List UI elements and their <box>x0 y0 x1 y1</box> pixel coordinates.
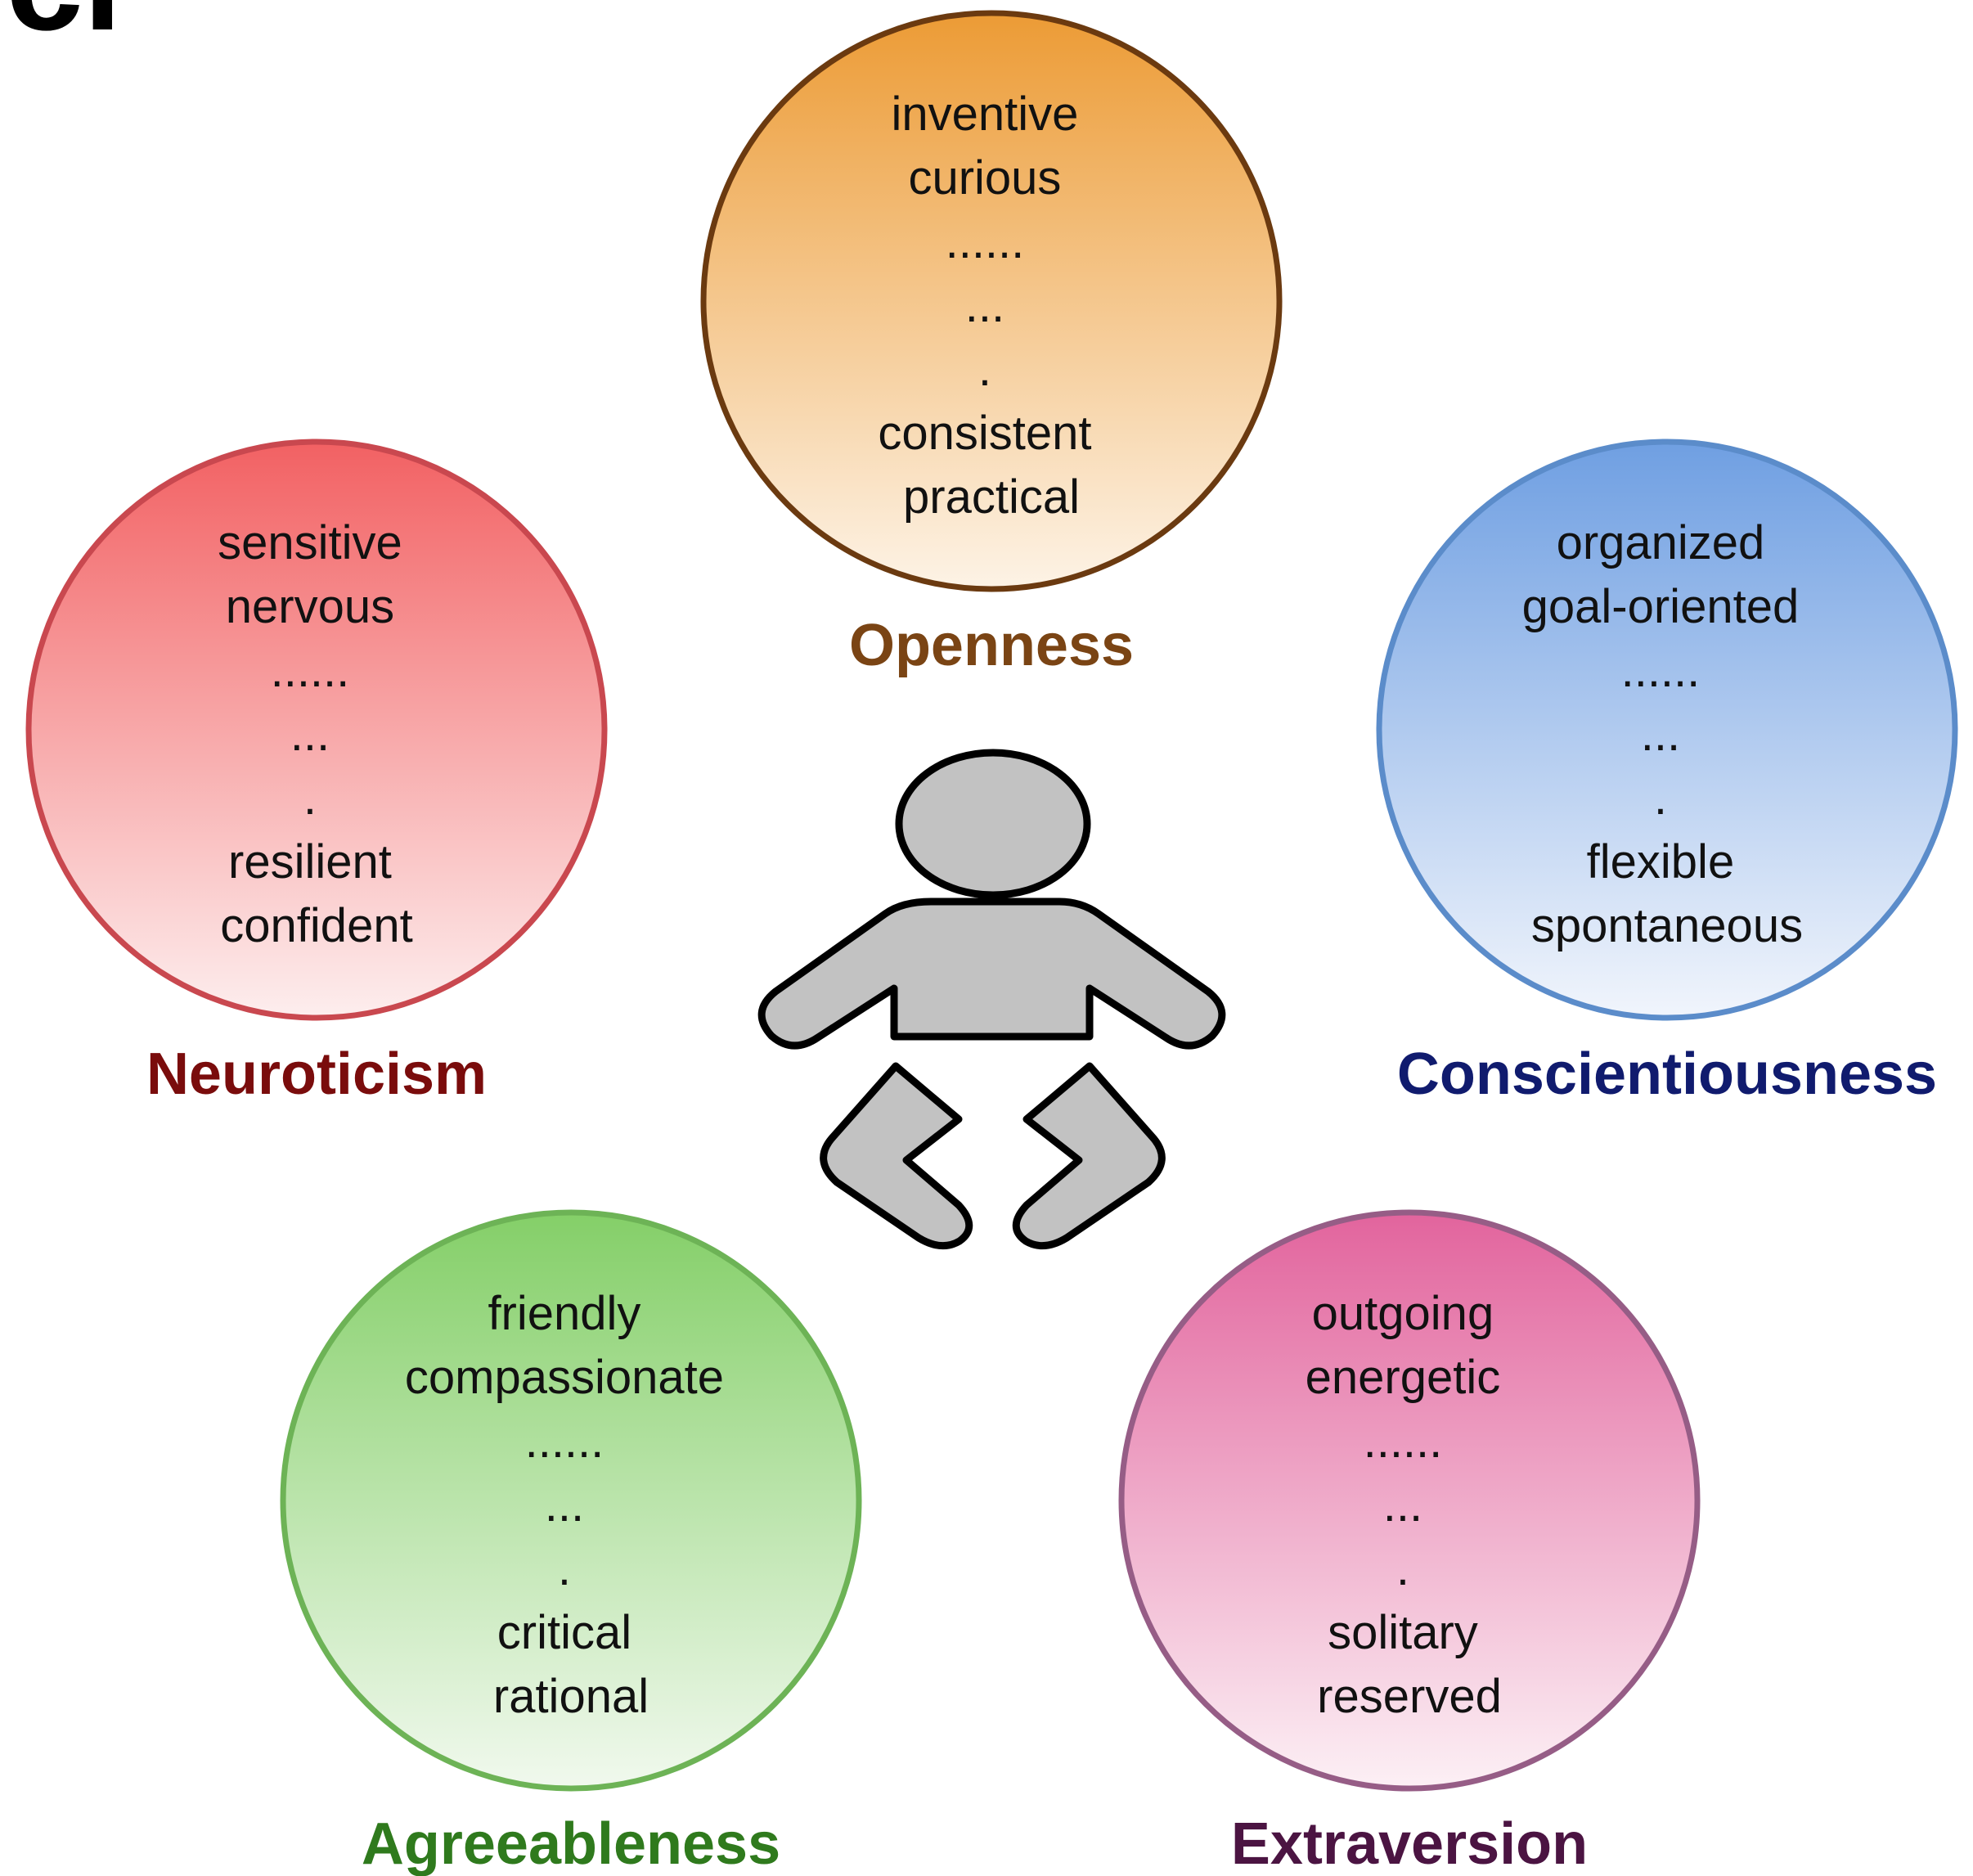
trait-words-openness: inventive curious ...... ... . consisten… <box>878 88 1104 524</box>
trait-agreeableness: friendly compassionate ...... ... . crit… <box>280 1209 862 1876</box>
trait-word: flexible <box>1587 835 1735 889</box>
trait-label-conscientiousness: Conscientiousness <box>1397 1041 1937 1107</box>
trait-word: organized <box>1557 516 1765 569</box>
trait-word: solitary <box>1328 1606 1478 1659</box>
trait-word: . <box>1396 1542 1409 1595</box>
trait-conscientiousness: organized goal-oriented ...... ... . fle… <box>1376 439 1958 1107</box>
trait-label-agreeableness: Agreeableness <box>362 1811 780 1876</box>
trait-word: . <box>978 343 991 396</box>
trait-word: goal-oriented <box>1522 580 1800 633</box>
trait-word: compassionate <box>405 1351 724 1404</box>
trait-circle-extraversion <box>1118 1209 1701 1792</box>
trait-word: ...... <box>946 215 1025 268</box>
trait-word: friendly <box>488 1287 640 1340</box>
trait-word: nervous <box>226 580 394 633</box>
trait-extraversion: outgoing energetic ...... ... . solitary… <box>1118 1209 1701 1876</box>
trait-word: ...... <box>1621 644 1701 697</box>
trait-label-extraversion: Extraversion <box>1231 1811 1588 1876</box>
trait-words-agreeableness: friendly compassionate ...... ... . crit… <box>405 1287 737 1723</box>
trait-word: resilient <box>228 835 392 889</box>
baby-head <box>895 749 1091 899</box>
trait-word: spontaneous <box>1531 899 1803 952</box>
trait-word: sensitive <box>218 516 402 569</box>
trait-circle-neuroticism <box>25 439 608 1021</box>
trait-words-neuroticism: sensitive nervous ...... ... . resilient… <box>218 516 416 952</box>
trait-label-openness: Openness <box>849 613 1134 678</box>
trait-word: ... <box>1641 708 1680 761</box>
trait-word: . <box>303 772 317 825</box>
trait-word: . <box>1654 772 1667 825</box>
trait-circle-agreeableness <box>280 1209 862 1792</box>
trait-word: consistent <box>878 407 1091 460</box>
trait-word: ...... <box>525 1415 604 1468</box>
trait-word: confident <box>220 899 412 952</box>
baby-left-leg <box>820 1062 973 1250</box>
trait-word: energetic <box>1306 1351 1501 1404</box>
trait-word: ...... <box>271 644 350 697</box>
trait-word: ... <box>545 1478 584 1532</box>
trait-word: reserved <box>1317 1670 1502 1723</box>
trait-words-extraversion: outgoing energetic ...... ... . solitary… <box>1306 1287 1514 1723</box>
trait-word: ... <box>1383 1478 1422 1532</box>
trait-word: rational <box>493 1670 649 1723</box>
baby-body <box>757 898 1226 1050</box>
trait-openness: inventive curious ...... ... . consisten… <box>700 10 1283 678</box>
trait-word: practical <box>903 470 1080 524</box>
trait-word: critical <box>497 1606 631 1659</box>
trait-word: ... <box>290 708 330 761</box>
baby-right-leg <box>1012 1062 1166 1250</box>
trait-label-neuroticism: Neuroticism <box>146 1041 487 1107</box>
trait-circle-openness <box>700 10 1283 592</box>
trait-neuroticism: sensitive nervous ...... ... . resilient… <box>25 439 608 1107</box>
header-fragment: Ici <box>0 0 122 60</box>
trait-word: curious <box>908 151 1061 205</box>
trait-word: ... <box>965 279 1004 332</box>
baby-icon <box>757 749 1226 1250</box>
trait-word: . <box>558 1542 571 1595</box>
trait-word: ...... <box>1364 1415 1443 1468</box>
trait-circle-conscientiousness <box>1376 439 1958 1021</box>
trait-word: inventive <box>891 88 1078 141</box>
trait-words-conscientiousness: organized goal-oriented ...... ... . fle… <box>1522 516 1813 952</box>
trait-word: outgoing <box>1312 1287 1494 1340</box>
